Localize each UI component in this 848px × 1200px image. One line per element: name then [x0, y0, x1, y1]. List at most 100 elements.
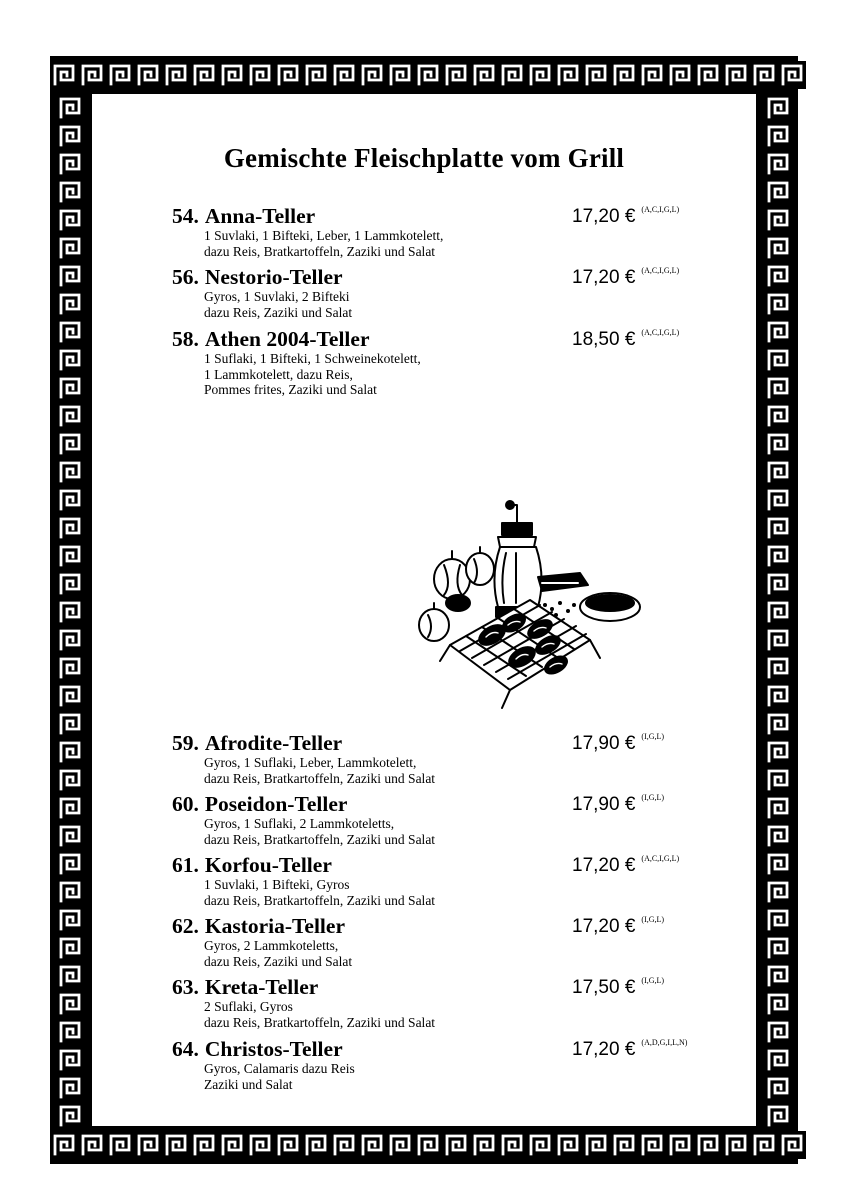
menu-item: 58.Athen 2004-Teller 18,50 €(A,C,I,G,L) …	[172, 327, 732, 398]
item-number: 63.	[172, 975, 199, 999]
item-header: 59.Afrodite-Teller 17,90 €(I,G,L)	[172, 731, 732, 755]
item-description: Gyros, 2 Lammkoteletts,dazu Reis, Zaziki…	[204, 938, 732, 969]
meander-tile	[56, 738, 84, 766]
allergen-codes: (I,G,L)	[641, 976, 665, 985]
meander-tile	[638, 1131, 666, 1159]
menu-page	[92, 94, 756, 1126]
item-header: 54.Anna-Teller 17,20 € (A,C,I,G,L)	[172, 204, 732, 228]
meander-tile	[190, 1131, 218, 1159]
item-number: 59.	[172, 731, 199, 755]
border-bottom	[50, 1131, 806, 1159]
meander-tile	[582, 1131, 610, 1159]
meander-tile	[56, 542, 84, 570]
meander-tile	[764, 94, 792, 122]
meander-tile	[50, 1131, 78, 1159]
item-description-line: 2 Suflaki, Gyros	[204, 999, 293, 1014]
meander-tile	[470, 61, 498, 89]
item-name: Christos-Teller	[204, 1037, 343, 1061]
item-price-group: 17,90 €(I,G,L)	[572, 732, 664, 755]
meander-tile	[78, 1131, 106, 1159]
meander-tile	[694, 1131, 722, 1159]
item-description-line: dazu Reis, Zaziki und Salat	[204, 304, 353, 320]
menu-item: 56.Nestorio-Teller 17,20 €(A,C,I,G,L) Gy…	[172, 265, 732, 320]
meander-tile	[764, 542, 792, 570]
meander-tile	[764, 206, 792, 234]
meander-tile	[274, 61, 302, 89]
meander-tile	[764, 346, 792, 374]
meander-tile	[78, 61, 106, 89]
meander-tile	[442, 1131, 470, 1159]
meander-tile	[764, 962, 792, 990]
meander-tile	[162, 1131, 190, 1159]
item-name: Kastoria-Teller	[204, 914, 345, 938]
meander-tile	[498, 61, 526, 89]
meander-tile	[106, 61, 134, 89]
meander-tile	[330, 1131, 358, 1159]
allergen-codes: (I,G,L)	[641, 915, 665, 924]
item-description-line: Gyros, 1 Suflaki, 2 Lammkoteletts,	[204, 816, 395, 831]
item-title: 60.Poseidon-Teller	[172, 792, 347, 817]
meander-tile	[56, 206, 84, 234]
item-header: 61.Korfou-Teller 17,20 €(A,C,I,G,L)	[172, 853, 732, 877]
meander-tile	[56, 374, 84, 402]
meander-tile	[764, 766, 792, 794]
item-description: Gyros, 1 Suflaki, 2 Lammkoteletts,dazu R…	[204, 816, 732, 847]
meander-tile	[764, 906, 792, 934]
meander-tile	[610, 61, 638, 89]
allergen-codes: (I,G,L)	[641, 793, 665, 802]
item-description-line: 1 Suvlaki, 1 Bifteki, Gyros	[204, 877, 350, 892]
meander-tile	[764, 1018, 792, 1046]
item-number: 56.	[172, 265, 199, 289]
item-header: 60.Poseidon-Teller 17,90 €(I,G,L)	[172, 792, 732, 816]
meander-tile	[56, 402, 84, 430]
item-price-group: 17,20 €(A,C,I,G,L)	[572, 854, 679, 877]
meander-tile	[56, 934, 84, 962]
item-title: 64.Christos-Teller	[172, 1037, 343, 1062]
menu-item: 59.Afrodite-Teller 17,90 €(I,G,L) Gyros,…	[172, 731, 732, 786]
meander-tile	[56, 318, 84, 346]
item-number: 61.	[172, 853, 199, 877]
meander-tile	[56, 878, 84, 906]
item-name: Korfou-Teller	[204, 853, 332, 877]
meander-tile	[56, 682, 84, 710]
item-title: 54.Anna-Teller	[172, 204, 315, 229]
meander-tile	[778, 1131, 806, 1159]
meander-tile	[386, 1131, 414, 1159]
meander-tile	[582, 61, 610, 89]
menu-title: Gemischte Fleischplatte vom Grill	[223, 143, 625, 173]
meander-tile	[498, 1131, 526, 1159]
item-description-line: dazu Reis, Bratkartoffeln, Zaziki und Sa…	[204, 831, 436, 847]
item-description-line: Gyros, 2 Lammkoteletts,	[204, 938, 339, 953]
meander-tile	[764, 570, 792, 598]
item-number: 54.	[172, 204, 199, 228]
meander-tile	[56, 990, 84, 1018]
item-name: Athen 2004-Teller	[204, 327, 370, 351]
meander-tile	[414, 1131, 442, 1159]
border-right	[764, 94, 792, 1130]
allergen-codes: (A,C,I,G,L)	[641, 854, 680, 863]
meander-tile	[610, 1131, 638, 1159]
meander-tile	[554, 1131, 582, 1159]
meander-tile	[722, 1131, 750, 1159]
allergen-codes: (I,G,L)	[641, 732, 665, 741]
item-price: 17,20 €	[572, 206, 636, 227]
meander-tile	[246, 61, 274, 89]
menu-item: 61.Korfou-Teller 17,20 €(A,C,I,G,L) 1 Su…	[172, 853, 732, 908]
allergen-codes: (A,C,I,G,L)	[641, 205, 680, 214]
menu-item: 60.Poseidon-Teller 17,90 €(I,G,L) Gyros,…	[172, 792, 732, 847]
item-price-group: 17,20 €(A,D,G,I,L,N)	[572, 1038, 687, 1061]
item-title: 61.Korfou-Teller	[172, 853, 332, 878]
meander-tile	[56, 570, 84, 598]
item-number: 62.	[172, 914, 199, 938]
meander-tile	[764, 1074, 792, 1102]
meander-tile	[218, 61, 246, 89]
meander-tile	[764, 598, 792, 626]
meander-tile	[764, 290, 792, 318]
meander-tile	[722, 61, 750, 89]
meander-tile	[56, 458, 84, 486]
meander-tile	[764, 1102, 792, 1130]
meander-tile	[56, 1046, 84, 1074]
